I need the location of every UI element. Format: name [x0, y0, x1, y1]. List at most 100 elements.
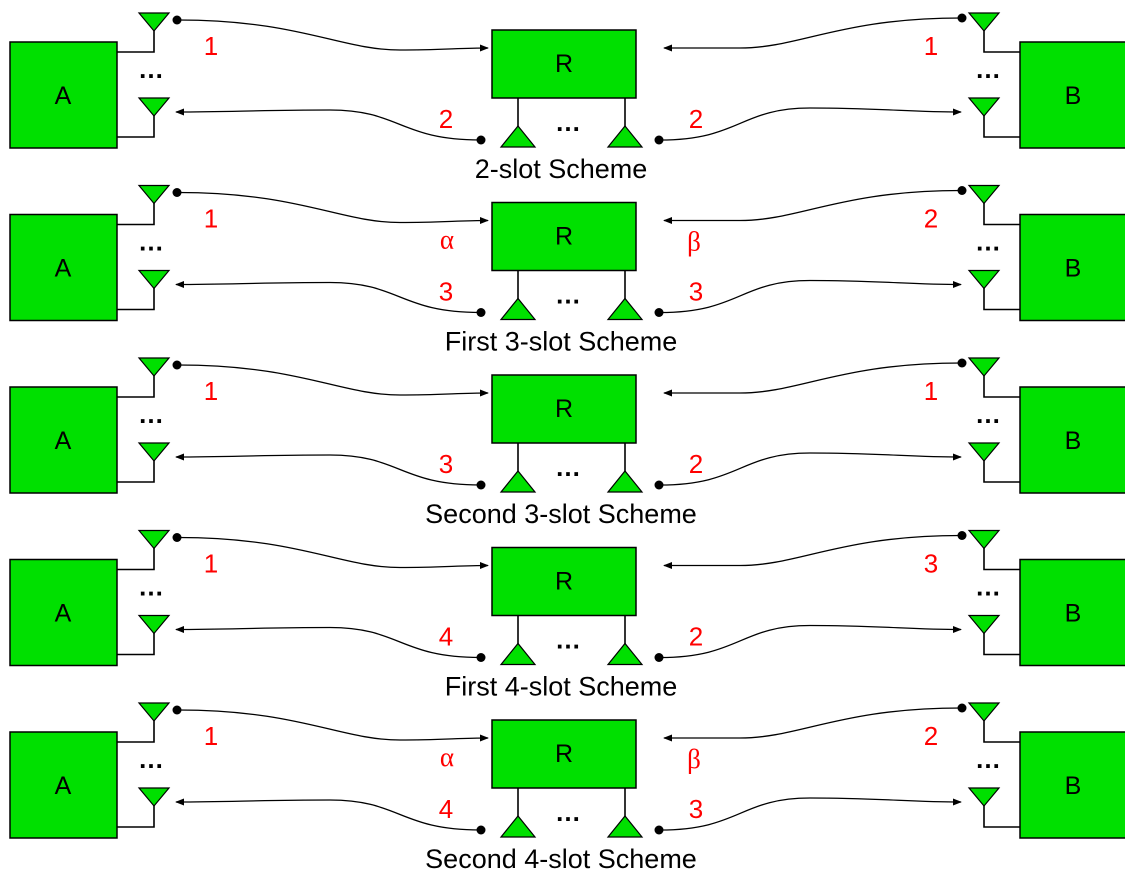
relay-antenna-right	[606, 470, 644, 493]
beta-label: β	[687, 744, 701, 774]
link-a-to-relay	[177, 191, 489, 225]
link-b-to-relay	[663, 362, 962, 397]
alpha-label: α	[440, 742, 454, 772]
link-relay-to-a	[175, 280, 481, 314]
link-relay-to-b-origin-dot	[654, 480, 664, 490]
link-a-to-relay	[177, 536, 489, 570]
link-b-to-relay	[663, 707, 962, 742]
node-a-antenna-ellipsis: …	[138, 54, 164, 84]
relay-antenna-right	[606, 642, 644, 666]
node-b-box	[1019, 213, 1125, 322]
link-relay-to-b	[659, 107, 962, 141]
node-b-box	[1019, 41, 1125, 149]
node-b-antenna-bottom	[967, 97, 1001, 117]
node-b-antenna-top	[967, 357, 1001, 377]
slot-label-b-bottom: 2	[689, 622, 703, 652]
alpha-label: α	[440, 225, 454, 255]
node-b-top-wire	[983, 547, 1020, 571]
node-a-antenna-top	[137, 702, 171, 722]
link-b-to-relay-origin-dot	[957, 703, 967, 713]
node-a-antenna-top	[137, 12, 171, 32]
node-b-box	[1019, 731, 1125, 839]
link-relay-to-b-origin-dot	[654, 308, 664, 317]
node-a-box	[9, 558, 118, 667]
node-a-antenna-ellipsis: …	[138, 744, 164, 774]
node-a-antenna-ellipsis: …	[138, 572, 164, 602]
node-a-top-wire	[117, 375, 155, 398]
link-a-to-relay-origin-dot	[172, 15, 182, 25]
relay-box	[491, 29, 637, 99]
relay-antenna-ellipsis: …	[555, 452, 581, 482]
slot-label-b-bottom: 2	[689, 104, 703, 134]
node-b-bottom-wire	[983, 115, 1020, 138]
scheme-caption: Second 3-slot Scheme	[425, 499, 697, 529]
relay-label: R	[555, 50, 573, 78]
slot-label-a-top: 1	[204, 376, 218, 406]
node-a-bottom-wire	[117, 632, 155, 656]
node-a-label: A	[55, 82, 72, 110]
relay-antenna-left	[499, 125, 537, 148]
link-b-to-relay	[663, 189, 962, 225]
relay-antenna-left	[499, 815, 537, 838]
node-a-antenna-ellipsis: …	[138, 399, 164, 429]
slot-label-a-top: 1	[204, 31, 218, 61]
link-relay-to-a	[175, 625, 481, 659]
relay-antenna-ellipsis: …	[555, 280, 581, 310]
scheme-caption: First 3-slot Scheme	[445, 327, 678, 357]
relay-label: R	[555, 395, 573, 423]
node-a-antenna-bottom	[137, 614, 171, 635]
node-a-box	[9, 213, 118, 322]
relay-antenna-right	[606, 125, 644, 148]
link-relay-to-a	[175, 798, 481, 831]
node-a-box	[9, 386, 118, 494]
link-relay-to-a-origin-dot	[476, 653, 486, 662]
node-b-antenna-top	[967, 529, 1001, 550]
node-a-bottom-wire	[117, 460, 155, 483]
link-b-to-relay-origin-dot	[957, 358, 967, 368]
slot-label-a-bottom: 2	[439, 104, 453, 134]
node-b-label: B	[1065, 255, 1082, 283]
node-a-antenna-top	[137, 529, 171, 550]
relay-box	[491, 374, 637, 444]
node-b-bottom-wire	[983, 287, 1020, 311]
slot-label-b-top: 1	[924, 31, 938, 61]
relay-antenna-ellipsis: …	[555, 625, 581, 655]
relay-box	[491, 201, 637, 272]
relay-box	[491, 546, 637, 617]
relay-label: R	[555, 568, 573, 596]
link-relay-to-a-origin-dot	[476, 308, 486, 317]
node-a-box	[9, 41, 118, 149]
relay-label: R	[555, 740, 573, 768]
slot-label-b-bottom: 3	[689, 794, 703, 824]
slot-label-b-top: 1	[924, 376, 938, 406]
slot-label-a-top: 1	[204, 204, 218, 234]
node-b-box	[1019, 386, 1125, 494]
link-a-to-relay	[177, 19, 489, 52]
node-b-bottom-wire	[983, 805, 1020, 828]
link-a-to-relay-origin-dot	[172, 188, 182, 197]
node-a-label: A	[55, 600, 72, 628]
node-b-antenna-top	[967, 184, 1001, 205]
node-a-antenna-bottom	[137, 269, 171, 290]
relay-label: R	[555, 223, 573, 251]
slot-label-a-bottom: 4	[439, 622, 453, 652]
relay-antenna-left	[499, 297, 537, 321]
beta-label: β	[687, 227, 701, 257]
link-relay-to-a-origin-dot	[476, 480, 486, 490]
relay-antenna-left	[499, 642, 537, 666]
link-a-to-relay-origin-dot	[172, 533, 182, 542]
slot-label-b-bottom: 3	[689, 277, 703, 307]
node-b-antenna-ellipsis: …	[975, 744, 1001, 774]
node-a-label: A	[55, 772, 72, 800]
link-b-to-relay-origin-dot	[957, 531, 967, 540]
node-a-top-wire	[117, 547, 155, 571]
node-b-antenna-top	[967, 12, 1001, 32]
relay-antenna-ellipsis: …	[555, 107, 581, 137]
node-b-antenna-ellipsis: …	[975, 399, 1001, 429]
node-a-bottom-wire	[117, 115, 155, 138]
node-b-label: B	[1065, 82, 1082, 110]
